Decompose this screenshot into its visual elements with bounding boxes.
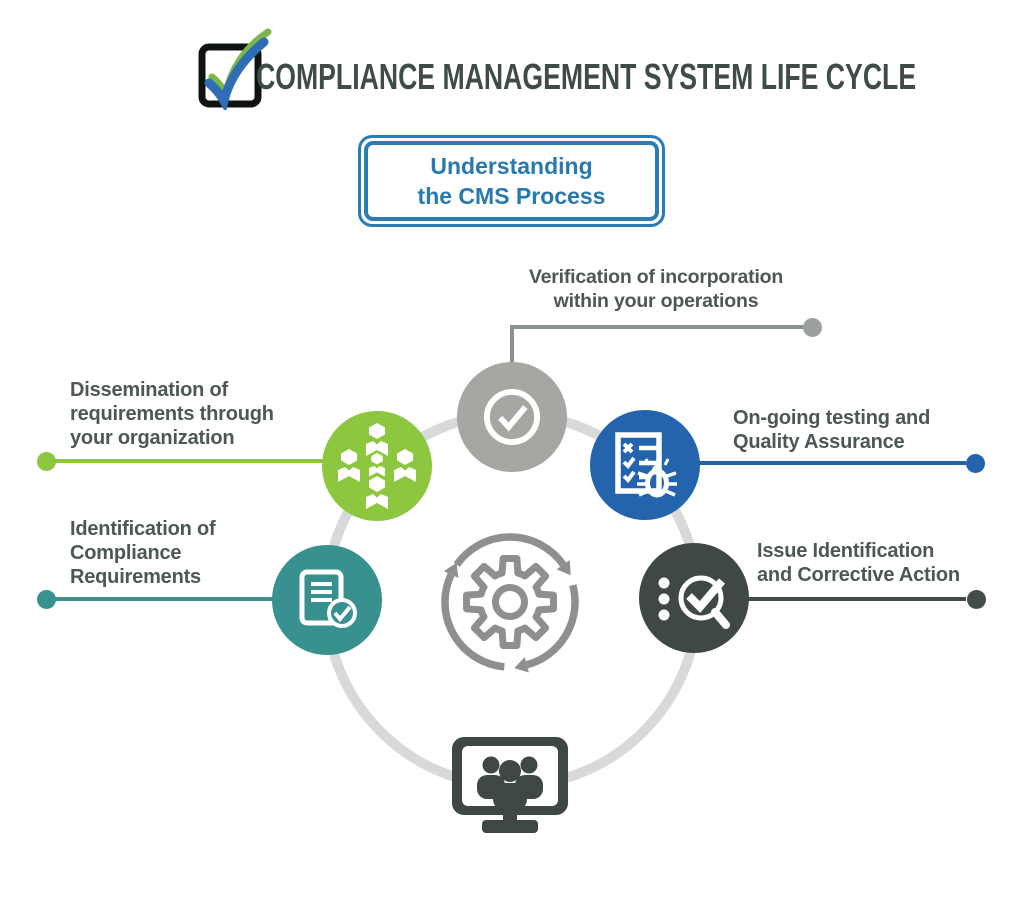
node-identification: [272, 545, 382, 655]
team-glyph: [477, 756, 543, 811]
connector-testing: [660, 461, 966, 465]
connector-dot-identification: [37, 590, 56, 609]
label-testing: On-going testing and Quality Assurance: [733, 407, 931, 453]
bug-glyph: [637, 458, 677, 498]
stamp-line-2: the CMS Process: [417, 183, 606, 209]
connector-issue: [700, 597, 966, 601]
node-verification: [457, 362, 567, 472]
connector-dot-issue: [967, 590, 986, 609]
node-dissemination: [322, 411, 432, 521]
document-check-icon: [299, 569, 357, 628]
cycle-arrows: [441, 533, 579, 671]
stamp-box: Understanding the CMS Process: [358, 135, 665, 227]
label-dissemination: Dissemination of requirements through yo…: [70, 379, 274, 449]
check-circle-icon: [483, 388, 541, 446]
connector-dissemination: [46, 459, 350, 463]
magnifier-check-icon: [658, 575, 730, 629]
connector-dot-verification: [803, 318, 822, 337]
stamp-line-1: Understanding: [430, 153, 593, 179]
label-identification: Identification of Compliance Requirement…: [70, 518, 216, 588]
node-testing: [590, 410, 700, 520]
connector-identification: [46, 597, 300, 601]
label-verification: Verification of incorporation within you…: [528, 266, 784, 312]
label-issue: Issue Identification and Corrective Acti…: [757, 540, 960, 586]
node-issue: [639, 543, 749, 653]
connector-dot-testing: [966, 454, 985, 473]
cycle-arrowheads: [443, 560, 571, 673]
page-title: COMPLIANCE MANAGEMENT SYSTEM LIFE CYCLE: [256, 56, 917, 97]
gear-cycle-icon: [441, 533, 579, 673]
double-checkmark-icon: [198, 28, 272, 110]
connector-verification-horizontal: [510, 325, 806, 329]
checklist-bug-icon: [615, 432, 677, 498]
connector-dot-dissemination: [37, 452, 56, 471]
org-network-people-icon: [338, 423, 416, 509]
monitor-team-icon: [452, 737, 568, 833]
connector-verification-vertical: [510, 325, 514, 369]
